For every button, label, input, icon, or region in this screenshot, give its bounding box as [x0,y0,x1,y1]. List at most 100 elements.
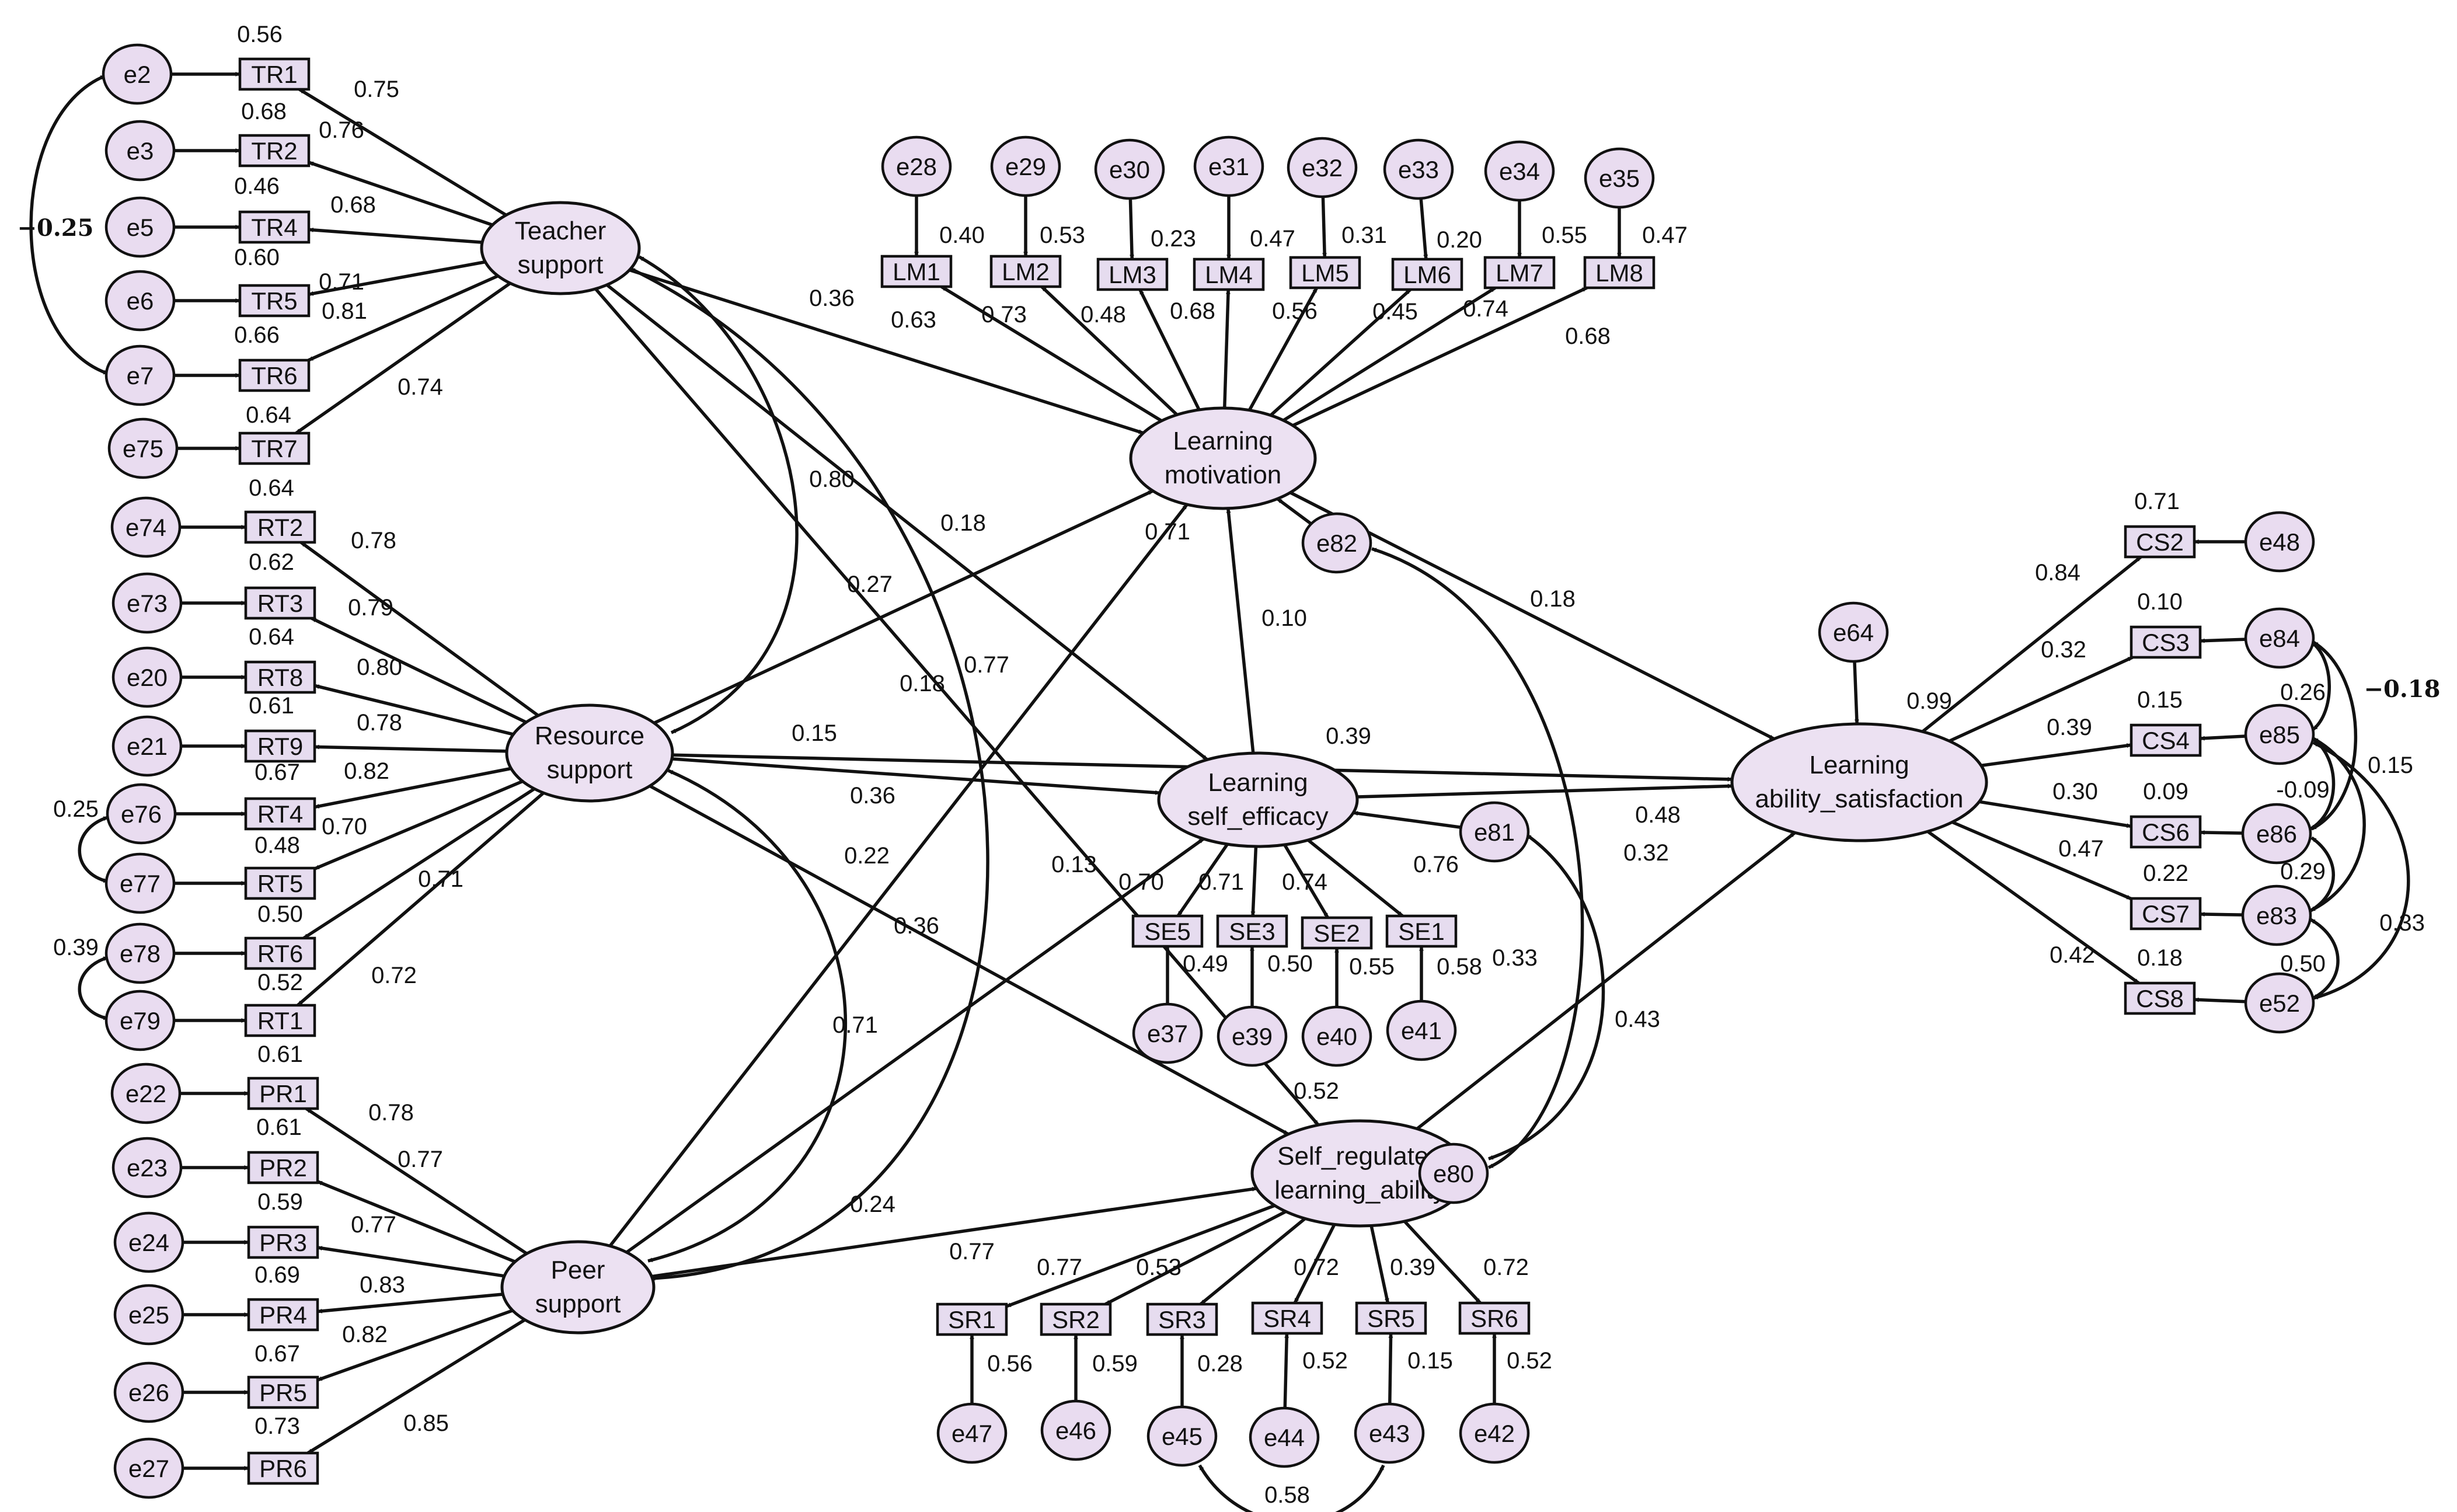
loading-label-lm1: 0.63 [891,307,936,333]
loading-arrow-cs8 [1926,830,2140,985]
covariance-e76-e77 [78,816,109,883]
loading-label-pr6: 0.85 [403,1410,449,1436]
covariance-e2-e7 [29,74,109,375]
indicator-lm2 [989,255,1062,288]
indicator-tr6 [238,358,311,392]
error-e45 [1146,1405,1218,1467]
indicator-lm8 [1583,256,1656,290]
loading-label-sr6: 0.72 [1483,1255,1529,1280]
loading-label-lm7: 0.74 [1463,296,1508,322]
r2-label-tr1: 0.56 [237,22,283,47]
error-label-e86: e86 [2256,820,2297,848]
error-e64 [1818,601,1889,663]
covariance-e83-e52 [2309,918,2340,1000]
indicator-sr3 [1146,1302,1218,1336]
error-label-e44: e44 [1264,1424,1305,1451]
latent-label-lm: motivation [1165,461,1282,489]
latent-learning-self-efficacy [1157,751,1359,848]
loading-arrow-lm7 [1282,286,1496,422]
r2-label-pr5: 0.67 [255,1341,300,1367]
path-ts-to-lm [629,268,1144,435]
error-e41 [1386,999,1457,1061]
r2-label-rt3: 0.62 [249,549,294,575]
indicator-cs8 [2124,981,2196,1015]
indicator-label-cs6: CS6 [2142,818,2190,846]
loading-arrow-lm8 [1292,286,1588,427]
error-arrow-e84 [2200,637,2246,643]
r2-label-pr3: 0.59 [257,1189,303,1215]
loading-label-cs2: 0.84 [2035,560,2080,586]
covariance-label-e81-e80: 0.43 [1615,1006,1660,1032]
error-label-e34: e34 [1499,158,1540,185]
covariance-label-ts-ps: 0.77 [964,652,1009,678]
loading-label-lm3: 0.48 [1081,302,1126,328]
loading-arrow-pr4 [317,1292,503,1314]
error-label-e42: e42 [1474,1420,1515,1447]
r2-label-rt5: 0.48 [255,832,300,858]
covariance-e84-e85 [2310,640,2331,731]
indicator-rt2 [244,510,316,544]
covariance-ts-rs [638,255,799,734]
indicator-label-lm5: LM5 [1301,259,1349,287]
loading-arrow-tr7 [295,281,511,435]
r2-label-rt9: 0.61 [249,693,294,719]
r2-label-rt6: 0.50 [257,901,303,927]
error-label-e64: e64 [1833,619,1874,646]
indicator-se5 [1131,914,1204,948]
loading-arrow-rt1 [297,792,545,1007]
r2-label-lm4: 0.47 [1250,226,1295,252]
indicator-se3 [1216,914,1288,948]
loading-label-cs8: 0.42 [2050,942,2095,968]
error-e21 [111,715,183,777]
error-label-e21: e21 [127,733,168,760]
path-label-rs-se: 0.36 [850,783,895,809]
error-arrow-e30 [1128,198,1135,260]
indicator-cs7 [2130,897,2202,931]
covariance-e86-e83 [2309,836,2335,912]
r2-label-se3: 0.50 [1267,951,1313,977]
indicator-lm6 [1391,257,1463,291]
loading-label-lm4: 0.68 [1170,298,1215,324]
error-e73 [111,572,183,634]
loading-arrow-sr6 [1403,1220,1482,1304]
r2-label-lm2: 0.53 [1040,222,1085,248]
path-rs-to-se [671,757,1160,795]
error-arrow-e83 [2200,912,2243,917]
loading-label-se2: 0.74 [1282,869,1327,895]
error-e48 [2244,511,2315,573]
indicator-label-lm4: LM4 [1205,261,1253,288]
covariance-e82-e80 [1371,547,1584,1169]
r2-label-lm7: 0.55 [1542,222,1587,248]
indicator-label-lm7: LM7 [1496,259,1543,287]
indicator-label-pr3: PR3 [259,1229,307,1256]
covariance-e45-e43 [1198,1464,1385,1512]
indicator-label-rt8: RT8 [257,664,304,691]
indicator-sr5 [1355,1301,1427,1335]
error-e37 [1132,1002,1203,1064]
loading-label-lm2: 0.73 [981,302,1027,328]
indicator-label-pr1: PR1 [259,1080,307,1107]
loading-arrow-sr5 [1369,1225,1390,1304]
loading-label-sr5: 0.39 [1390,1255,1435,1280]
error-e33 [1383,138,1454,200]
error-e85 [2244,703,2315,765]
covariance-label-e76-e77: 0.25 [53,796,99,822]
loading-label-lm5: 0.56 [1272,298,1318,324]
indicator-pr1 [247,1076,319,1110]
error-arrow-e86 [2200,830,2243,835]
indicator-label-sr4: SR4 [1263,1305,1311,1332]
error-label-e78: e78 [120,940,161,967]
r2-label-sr1: 0.56 [987,1351,1033,1377]
error-e84 [2244,607,2315,669]
indicator-label-cs8: CS8 [2136,985,2184,1012]
r2-label-cs2: 0.71 [2134,489,2180,514]
error-label-e81: e81 [1474,818,1515,846]
indicator-label-se2: SE2 [1313,919,1360,947]
indicator-label-rt9: RT9 [257,733,304,760]
indicator-label-sr5: SR5 [1367,1305,1415,1332]
loading-label-se1: 0.76 [1413,852,1459,877]
loading-label-tr6: 0.81 [322,298,367,324]
loading-arrow-tr1 [298,88,507,217]
r2-label-pr2: 0.61 [256,1114,302,1140]
error-e86 [2241,803,2312,865]
